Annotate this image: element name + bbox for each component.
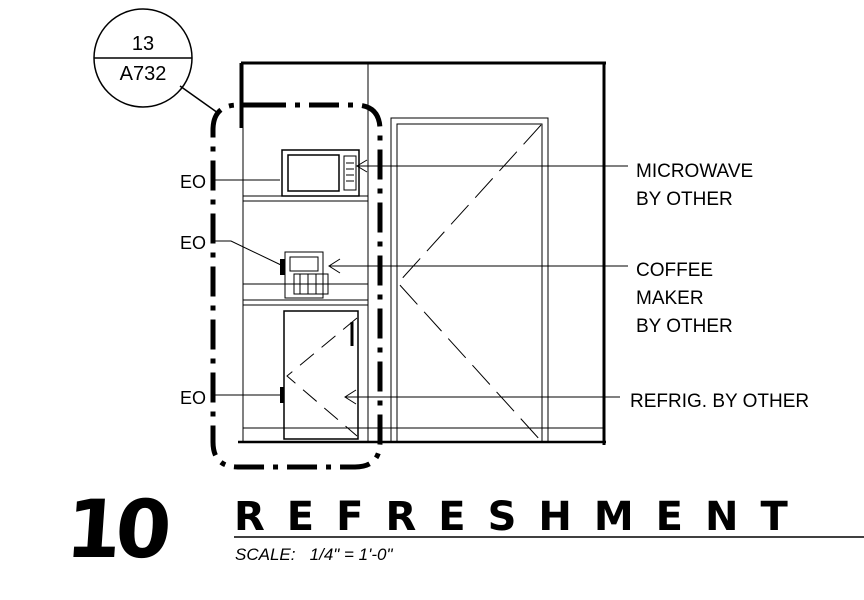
microwave-note: MICROWAVE BY OTHER xyxy=(636,161,758,210)
microwave-note-line-1: MICROWAVE xyxy=(636,161,753,182)
callout-leader xyxy=(179,85,219,114)
coffee-maker-note-line-1: COFFEE xyxy=(636,260,713,281)
coffee-maker-note: COFFEE MAKER BY OTHER xyxy=(636,260,733,337)
microwave-note-line-2: BY OTHER xyxy=(636,189,733,210)
drawing-scale: SCALE: 1/4" = 1'-0" xyxy=(235,545,393,564)
casework xyxy=(242,195,369,306)
eo-label-lower: EO xyxy=(180,388,206,408)
eo-outlet-upper: EO xyxy=(180,172,280,192)
eo-outlet-middle: EO xyxy=(180,233,282,266)
microwave-leader xyxy=(356,159,628,173)
callout-sheet: A732 xyxy=(120,63,167,85)
coffee-maker xyxy=(280,251,329,299)
eo-outlet-lower: EO xyxy=(180,388,281,408)
drawing-title: REFRESHMENT xyxy=(234,494,810,540)
callout-number: 13 xyxy=(132,33,154,55)
coffee-maker-note-line-3: BY OTHER xyxy=(636,316,733,337)
coffee-maker-leader xyxy=(328,258,628,274)
refrigerator-note: REFRIG. BY OTHER xyxy=(630,391,809,412)
refrigerator-leader xyxy=(344,389,620,405)
drawing-title-block: 10 REFRESHMENT SCALE: 1/4" = 1'-0" xyxy=(63,483,864,576)
room-outline xyxy=(238,61,606,445)
coffee-maker-note-line-2: MAKER xyxy=(636,288,704,309)
enlarged-area-boundary xyxy=(210,102,383,470)
refrigerator xyxy=(280,310,359,440)
door xyxy=(390,117,549,443)
detail-callout[interactable]: 13 A732 xyxy=(93,8,219,114)
microwave xyxy=(281,149,360,197)
eo-label-upper: EO xyxy=(180,172,206,192)
eo-label-middle: EO xyxy=(180,233,206,253)
detail-number: 10 xyxy=(63,483,171,576)
